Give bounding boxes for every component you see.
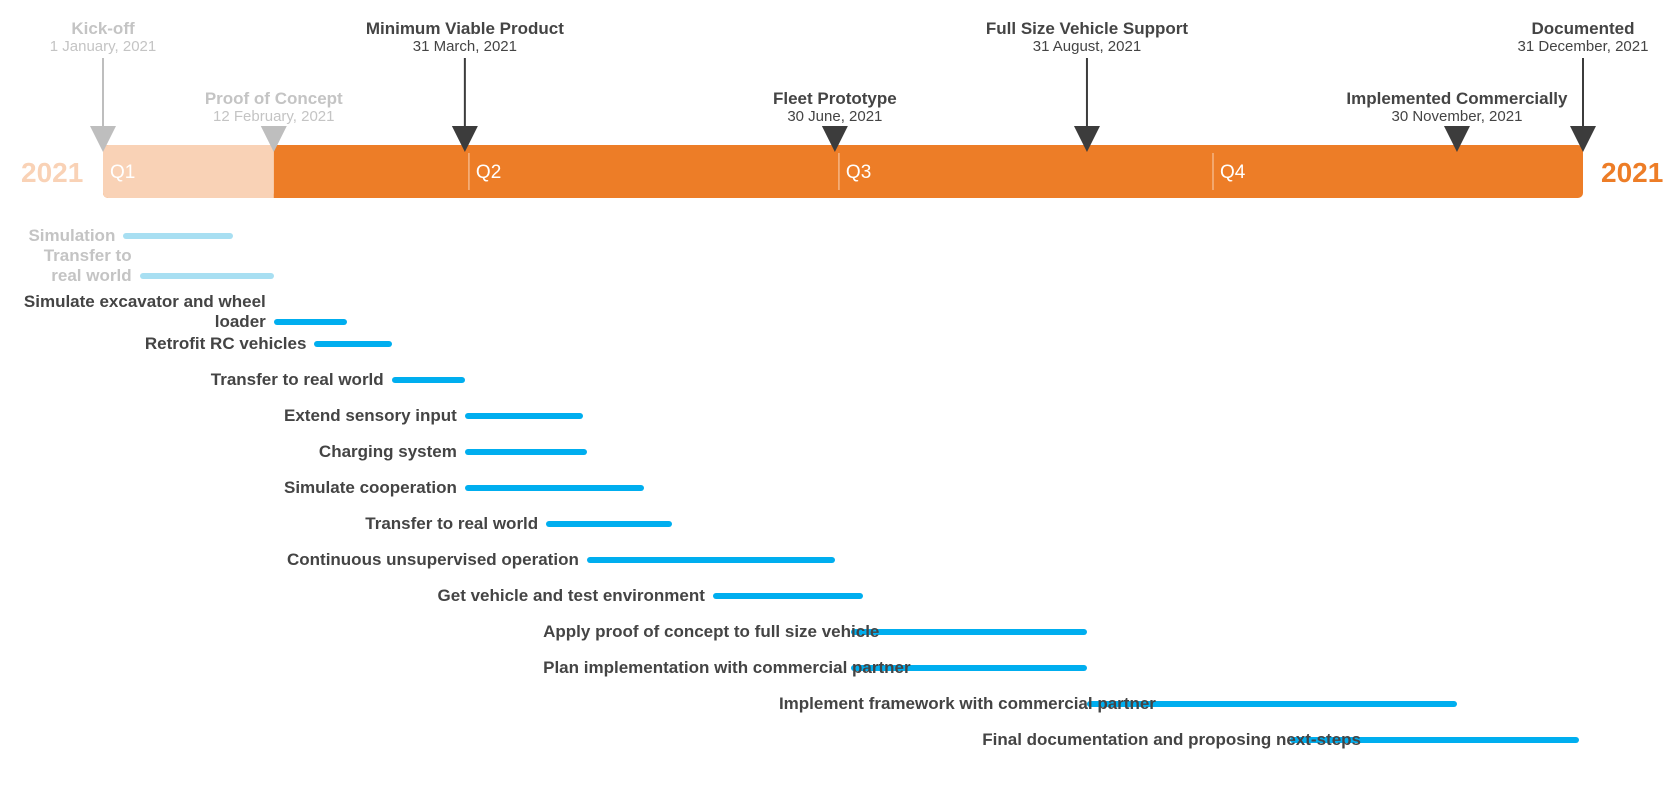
milestone-marker xyxy=(260,126,287,152)
task-bar xyxy=(123,233,234,239)
task-label: Extend sensory input xyxy=(283,406,457,425)
task-bar xyxy=(851,629,1087,635)
task-bar xyxy=(464,413,583,419)
task-bar xyxy=(546,521,673,527)
timeline-bar-completed xyxy=(103,145,274,198)
task-label: Transfer to real world xyxy=(43,246,132,285)
milestone-date: 31 December, 2021 xyxy=(1517,38,1649,55)
task-label: Simulation xyxy=(28,226,116,245)
milestone-title: Implemented Commercially xyxy=(1346,89,1568,108)
milestone-date: 31 August, 2021 xyxy=(1032,38,1142,55)
task-label: Simulate excavator and wheel loader xyxy=(23,292,266,331)
milestone-marker xyxy=(90,126,116,152)
milestone-title: Documented xyxy=(1531,19,1635,38)
milestone-date: 30 June, 2021 xyxy=(787,108,883,125)
quarter-label: Q2 xyxy=(475,162,502,183)
year-label-end: 2021 xyxy=(1601,157,1664,188)
milestone-marker xyxy=(1443,126,1470,152)
task-label: Charging system xyxy=(318,442,457,461)
milestone-date: 31 March, 2021 xyxy=(412,38,517,55)
task-label: Implement framework with commercial part… xyxy=(778,694,1156,713)
task-label: Get vehicle and test environment xyxy=(437,586,705,605)
task-bar xyxy=(314,341,392,347)
milestone-title: Kick-off xyxy=(71,19,135,38)
timeline-bar xyxy=(103,145,1583,198)
milestone-marker xyxy=(1073,126,1100,152)
milestone-marker xyxy=(451,126,478,152)
quarter-label: Q1 xyxy=(110,162,136,183)
task-bar xyxy=(464,449,587,455)
task-label: Apply proof of concept to full size vehi… xyxy=(543,622,880,641)
task-bar xyxy=(139,273,274,279)
task-bar xyxy=(851,665,1087,671)
milestone-title: Minimum Viable Product xyxy=(365,19,564,38)
task-bar xyxy=(464,485,644,491)
task-bar xyxy=(391,377,465,383)
task-bar xyxy=(1086,701,1457,707)
task-bar xyxy=(1290,737,1579,743)
year-label-start: 2021 xyxy=(21,157,84,188)
milestone-title: Full Size Vehicle Support xyxy=(985,19,1189,38)
task-label: Continuous unsupervised operation xyxy=(286,550,579,569)
task-label: Final documentation and proposing next-s… xyxy=(982,730,1361,749)
task-label: Transfer to real world xyxy=(210,370,384,389)
milestone-date: 30 November, 2021 xyxy=(1391,108,1523,125)
quarter-label: Q3 xyxy=(845,162,872,183)
quarter-label: Q4 xyxy=(1220,162,1246,183)
task-label: Simulate cooperation xyxy=(283,478,457,497)
milestone-date: 1 January, 2021 xyxy=(49,38,157,55)
timeline-bar-completed-edge xyxy=(267,145,274,198)
task-label: Plan implementation with commercial part… xyxy=(543,658,911,677)
milestone-title: Fleet Prototype xyxy=(772,89,897,108)
task-bar xyxy=(273,319,347,325)
milestone-date: 12 February, 2021 xyxy=(213,108,335,125)
milestone-marker xyxy=(1570,126,1596,152)
task-label: Transfer to real world xyxy=(365,514,539,533)
task-label: Retrofit RC vehicles xyxy=(144,334,307,353)
milestone-marker xyxy=(821,126,848,152)
task-bar xyxy=(586,557,835,563)
milestone-title: Proof of Concept xyxy=(204,89,343,108)
task-bar xyxy=(712,593,864,599)
